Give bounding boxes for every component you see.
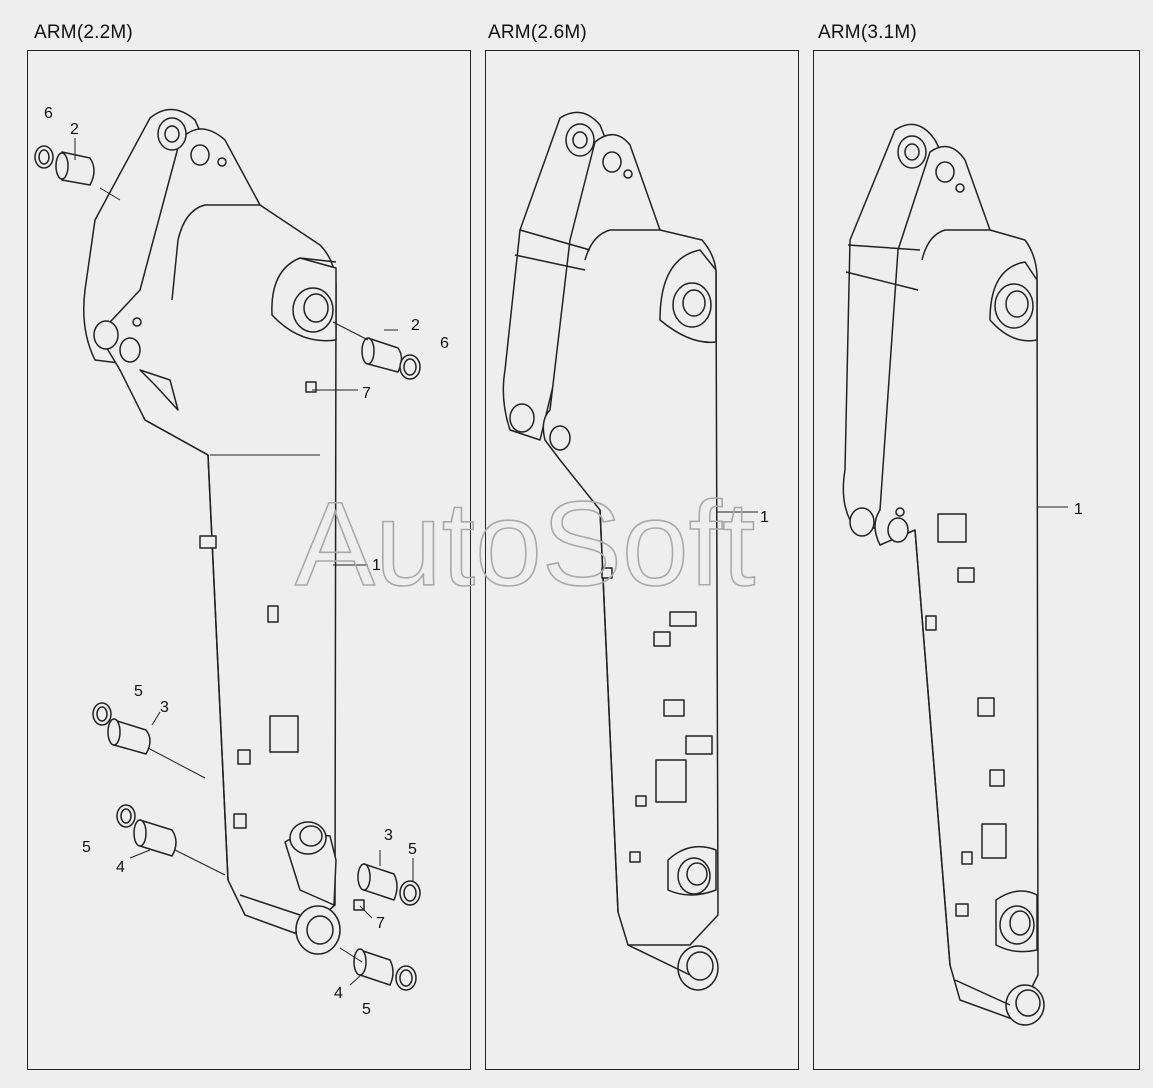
arm-2-2m-drawing bbox=[34, 108, 421, 991]
callout-5-upper: 5 bbox=[134, 683, 143, 700]
callout-4-left: 4 bbox=[116, 859, 125, 876]
callout-2-top: 2 bbox=[70, 121, 79, 138]
callout-4-bottom: 4 bbox=[334, 985, 343, 1002]
callout-5-left: 5 bbox=[82, 839, 91, 856]
callout-6-top: 6 bbox=[44, 105, 53, 122]
callout-1-arm-3-1m: 1 bbox=[1074, 501, 1083, 518]
panel-title-arm-2-6m: ARM(2.6M) bbox=[488, 22, 587, 43]
callout-7-top: 7 bbox=[362, 385, 371, 402]
arm-2-6m-drawing bbox=[502, 111, 719, 991]
panel-title-arm-2-2m: ARM(2.2M) bbox=[34, 22, 133, 43]
callout-1-arm-2-2m: 1 bbox=[372, 557, 381, 574]
callout-3-right: 3 bbox=[384, 827, 393, 844]
callout-5-right: 5 bbox=[408, 841, 417, 858]
watermark: AutoSoft bbox=[295, 477, 755, 611]
callout-6-right: 6 bbox=[440, 335, 449, 352]
panel-title-arm-3-1m: ARM(3.1M) bbox=[818, 22, 917, 43]
callout-3-left: 3 bbox=[160, 699, 169, 716]
callout-2-right: 2 bbox=[411, 317, 420, 334]
arm-3-1m-drawing bbox=[842, 123, 1045, 1026]
callout-5-bottom: 5 bbox=[362, 1001, 371, 1018]
callout-7-bottom: 7 bbox=[376, 915, 385, 932]
callout-1-arm-2-6m: 1 bbox=[760, 509, 769, 526]
